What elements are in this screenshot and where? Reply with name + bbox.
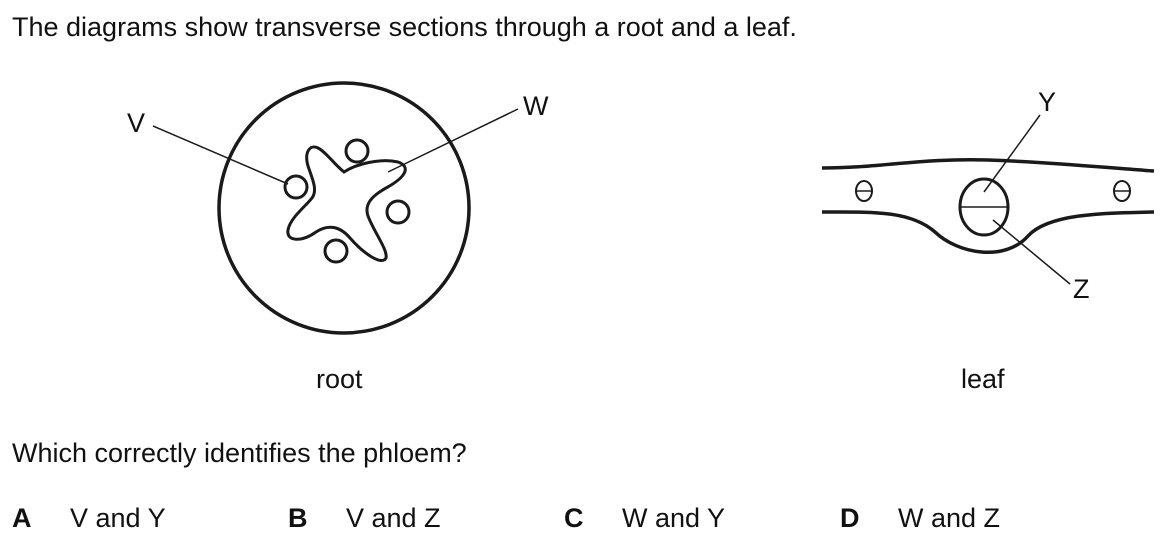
option-letter: C [564, 503, 584, 533]
phloem-circle-right [385, 199, 411, 225]
answer-options: A V and Y B V and Z C W and Y D W and Z [12, 502, 1162, 536]
intro-text: The diagrams show transverse sections th… [12, 12, 797, 42]
option-d[interactable]: D W and Z [840, 502, 1000, 534]
phloem-circle-v [283, 174, 309, 200]
option-text: W and Z [898, 503, 1001, 533]
option-text: V and Z [346, 503, 441, 533]
phloem-circle-top [344, 138, 370, 164]
leaf-section [821, 114, 1155, 285]
option-letter: B [288, 503, 308, 533]
option-letter: D [840, 503, 860, 533]
leaf-lower-surface [821, 210, 1155, 255]
label-v: V [127, 108, 145, 138]
label-z: Z [1073, 274, 1090, 304]
label-w: W [523, 91, 549, 121]
label-y: Y [1038, 87, 1056, 117]
xylem-star [286, 145, 407, 262]
option-text: V and Y [70, 503, 166, 533]
leader-line-y [983, 114, 1041, 193]
question-text: Which correctly identifies the phloem? [12, 438, 467, 468]
option-a[interactable]: A V and Y [12, 502, 166, 534]
root-section [152, 81, 519, 335]
leaf-upper-surface [821, 157, 1155, 173]
option-c[interactable]: C W and Y [564, 502, 725, 534]
root-caption: root [316, 364, 363, 394]
phloem-circle-bottom [323, 238, 349, 264]
option-letter: A [12, 503, 32, 533]
leader-line-w [387, 108, 519, 173]
leader-line-z [992, 219, 1071, 285]
option-text: W and Y [622, 503, 726, 533]
leaf-caption: leaf [961, 364, 1005, 394]
leader-line-v [152, 125, 289, 185]
option-b[interactable]: B V and Z [288, 502, 441, 534]
root-outline [217, 81, 471, 335]
